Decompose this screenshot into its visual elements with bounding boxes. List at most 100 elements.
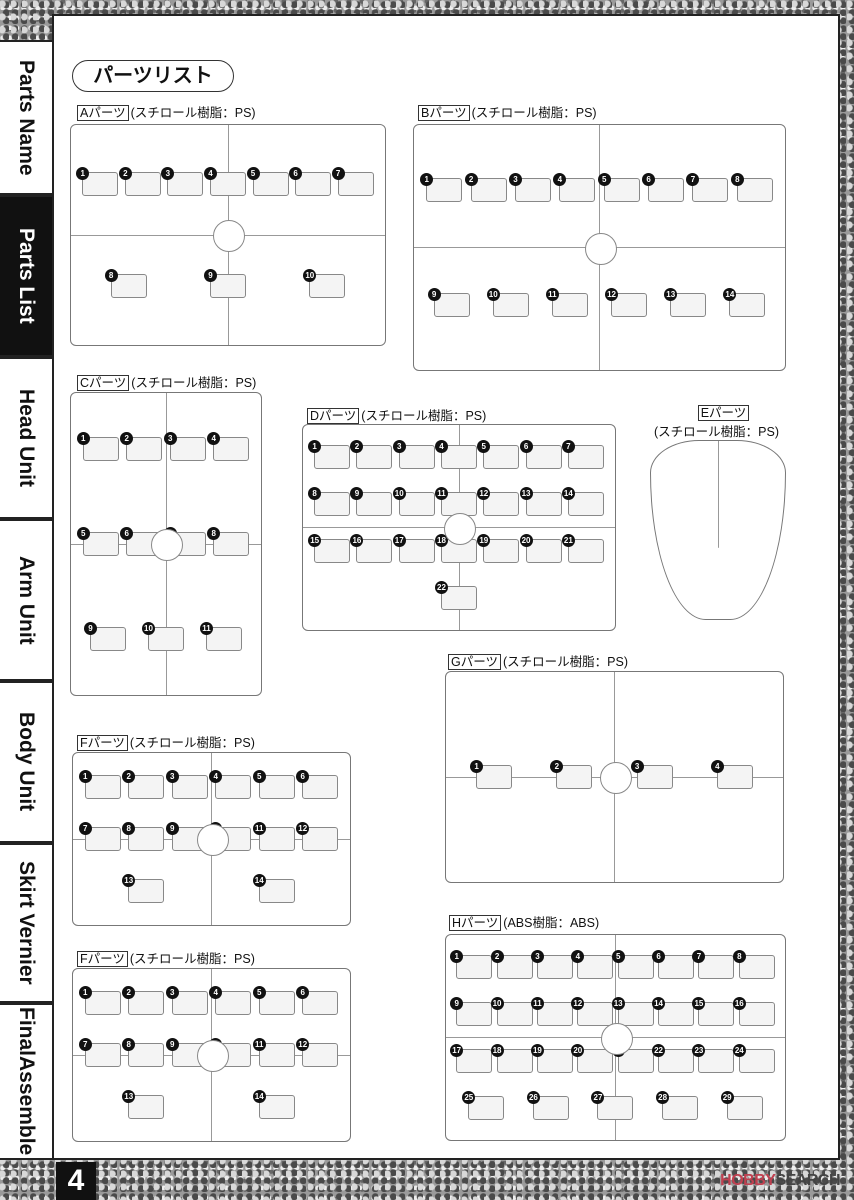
part-number-badge: 2 <box>550 760 564 773</box>
sprue-part: 10 <box>486 287 529 317</box>
part-number-badge: 9 <box>427 287 441 301</box>
part-number-badge: 1 <box>78 770 92 783</box>
sprue-part: 6 <box>652 949 695 979</box>
sprue-name: Dパーツ <box>307 408 360 424</box>
sprue-part: 11 <box>200 622 242 652</box>
part-number-badge: 1 <box>78 986 92 999</box>
part-number-badge: 17 <box>450 1044 464 1058</box>
sprue-part: 12 <box>296 822 339 851</box>
part-number-badge: 13 <box>664 287 678 301</box>
part-number-badge: 10 <box>392 486 406 500</box>
sprue-name: Eパーツ <box>697 405 750 421</box>
part-number-badge: 11 <box>545 287 559 301</box>
tab-body-unit[interactable]: Body Unit <box>0 681 54 843</box>
sprue-part: 27 <box>591 1091 634 1121</box>
sprue-part: 17 <box>450 1044 493 1074</box>
part-number-badge: 13 <box>611 996 625 1010</box>
sprue-part: 10 <box>209 1038 252 1067</box>
material: (スチロール樹脂：PS) <box>131 376 257 390</box>
sprue-part: 5 <box>477 439 520 469</box>
sprue-part: 4 <box>203 167 246 196</box>
sprue-part: 8 <box>308 486 351 516</box>
sprue-part: 11 <box>252 822 295 851</box>
part-number-badge: 5 <box>611 949 625 963</box>
sprue-part: 3 <box>165 986 208 1015</box>
sprue-part: 8 <box>122 822 165 851</box>
part-number-badge: 5 <box>76 526 90 540</box>
sprue-part: 12 <box>605 287 648 317</box>
part-number-badge: 8 <box>122 1038 136 1051</box>
sprue-part: 4 <box>207 431 250 461</box>
tab-parts-name[interactable]: Parts Name <box>0 40 54 195</box>
sprue-part: 9 <box>84 622 126 652</box>
sprue-name: Fパーツ <box>77 735 128 751</box>
sprue-part: 5 <box>597 173 640 203</box>
sprue-part: 20 <box>571 1044 614 1074</box>
sprue-part: 5 <box>246 167 289 196</box>
part-number-badge: 11 <box>252 1038 266 1051</box>
sprue-part: 4 <box>209 986 252 1015</box>
tab-final-assemble[interactable]: FinalAssemble <box>0 1003 54 1160</box>
tab-label: Skirt Vernier <box>15 861 38 985</box>
part-number-badge: 4 <box>209 770 223 783</box>
part-number-badge: 2 <box>122 986 136 999</box>
sprue-part: 8 <box>104 269 147 298</box>
sprue-part: 4 <box>710 760 753 789</box>
part-number-badge: 13 <box>519 486 533 500</box>
sprue-part: 5 <box>611 949 654 979</box>
part-number-badge: 9 <box>165 1038 179 1051</box>
part-number-badge: 1 <box>420 173 434 187</box>
section-header-h: Hパーツ(ABS樹脂：ABS) <box>449 912 599 931</box>
sprue-part: 10 <box>209 822 252 851</box>
part-number-badge: 2 <box>490 949 504 963</box>
tab-arm-unit[interactable]: Arm Unit <box>0 519 54 681</box>
sprue-part: 9 <box>165 822 208 851</box>
sprue-part: 13 <box>611 996 654 1026</box>
part-number-badge: 12 <box>571 996 585 1010</box>
sprue-part: 24 <box>732 1044 775 1074</box>
sprue-part: 15 <box>308 534 351 564</box>
sprue-part: 23 <box>692 1044 735 1074</box>
tab-parts-list[interactable]: Parts List <box>0 195 54 357</box>
sprue-part: 7 <box>331 167 374 196</box>
material: (スチロール樹脂：PS) <box>471 106 597 120</box>
part-number-badge: 1 <box>76 167 90 180</box>
part-number-badge: 19 <box>530 1044 544 1058</box>
sprue-part: 1 <box>76 431 119 461</box>
sprue-part: 10 <box>303 269 346 298</box>
page-number: 4 <box>56 1162 96 1200</box>
tab-head-unit[interactable]: Head Unit <box>0 357 54 519</box>
sprue-part: 14 <box>652 996 695 1026</box>
part-number-badge: 2 <box>464 173 478 187</box>
part-number-badge: 1 <box>308 439 322 453</box>
part-number-badge: 5 <box>252 986 266 999</box>
material: (スチロール樹脂：PS) <box>129 736 255 750</box>
sprue-part: 21 <box>561 534 604 564</box>
sprue-name: Hパーツ <box>449 915 502 931</box>
sprue-part: 19 <box>477 534 520 564</box>
sprue-part: 4 <box>553 173 596 203</box>
part-number-badge: 7 <box>163 526 177 540</box>
sprue-part: 11 <box>530 996 573 1026</box>
sprue-part: 25 <box>462 1091 505 1121</box>
watermark: HOBBYSEARCH <box>720 1172 840 1190</box>
sprue-part: 10 <box>490 996 533 1026</box>
sprue-part: 12 <box>296 1038 339 1067</box>
sprue-part: 2 <box>122 770 165 799</box>
part-number-badge: 4 <box>571 949 585 963</box>
part-number-badge: 3 <box>530 949 544 963</box>
sprue-part: 9 <box>165 1038 208 1067</box>
part-number-badge: 5 <box>252 770 266 783</box>
part-number-badge: 14 <box>652 996 666 1010</box>
sprue-part: 7 <box>692 949 735 979</box>
part-number-badge: 4 <box>710 760 724 773</box>
section-header-a: Aパーツ(スチロール樹脂：PS) <box>77 102 256 121</box>
sprue-part: 6 <box>642 173 685 203</box>
sprue-part: 4 <box>209 770 252 799</box>
part-number-badge: 12 <box>477 486 491 500</box>
tab-skirt-vernier[interactable]: Skirt Vernier <box>0 843 54 1003</box>
part-number-badge: 17 <box>392 534 406 548</box>
